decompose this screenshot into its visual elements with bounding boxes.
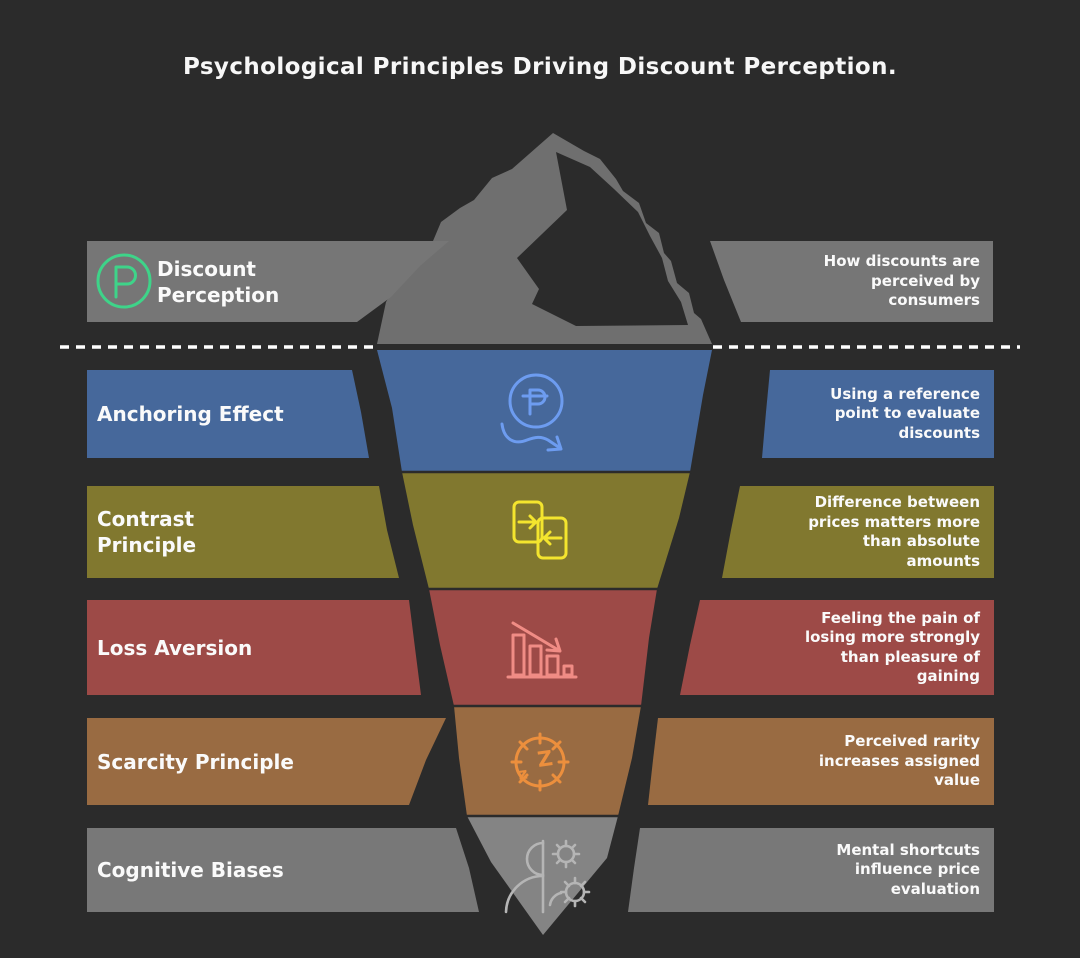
bar-left-discount-perception: [87, 241, 449, 322]
iceberg-band-scarcity: [454, 706, 641, 816]
row-label-discount-perception: Discount Perception: [157, 256, 280, 307]
bar-right-loss: [680, 600, 994, 695]
bar-left-anchoring: [87, 370, 369, 458]
compare-arrows-icon: [512, 500, 568, 560]
bar-right-contrast: [722, 486, 994, 578]
declining-bar-chart-icon: [506, 621, 578, 679]
iceberg-band-contrast: [402, 472, 690, 589]
bar-right-anchoring: [762, 370, 994, 458]
scarcity-z-big: Z: [536, 746, 554, 772]
row-desc-scarcity-principle: Perceived rarity increases assigned valu…: [818, 732, 980, 790]
row-label-contrast-principle: Contrast Principle: [97, 507, 197, 557]
peso-circle-icon: [96, 253, 152, 309]
iceberg-peak-shadow-facet: [517, 152, 688, 326]
iceberg-band-seams: [400, 470, 692, 818]
head-with-gears-icon: [504, 839, 591, 914]
iceberg-band-loss: [429, 589, 657, 706]
bar-left-cognitive: [87, 828, 479, 912]
iceberg-band-anchoring: [377, 350, 712, 472]
row-label-cognitive-biases: Cognitive Biases: [97, 858, 284, 882]
price-reference-arrow-icon: [500, 373, 564, 452]
bar-left-loss: [87, 600, 421, 695]
row-label-scarcity-principle: Scarcity Principle: [97, 749, 294, 774]
bar-left-scarcity: [87, 718, 446, 805]
row-label-anchoring-effect: Anchoring Effect: [97, 402, 284, 426]
page-title: Psychological Principles Driving Discoun…: [182, 54, 898, 80]
row-desc-cognitive-biases: Mental shortcuts influence price evaluat…: [836, 840, 980, 898]
bar-right-discount-perception: [710, 241, 993, 322]
bar-right-cognitive: [628, 828, 994, 912]
row-desc-anchoring-effect: Using a reference point to evaluate disc…: [830, 384, 980, 442]
bar-right-scarcity: [648, 718, 994, 805]
row-desc-loss-aversion: Feeling the pain of losing more strongly…: [804, 608, 980, 686]
bar-left-contrast: [87, 486, 399, 578]
row-label-loss-aversion: Loss Aversion: [97, 635, 253, 660]
scarcity-z-small: z: [517, 764, 529, 784]
row-desc-discount-perception: How discounts are perceived by consumers: [823, 252, 980, 310]
row-desc-contrast-principle: Difference between prices matters more t…: [808, 493, 980, 570]
countdown-clock-icon: z Z: [510, 732, 570, 792]
